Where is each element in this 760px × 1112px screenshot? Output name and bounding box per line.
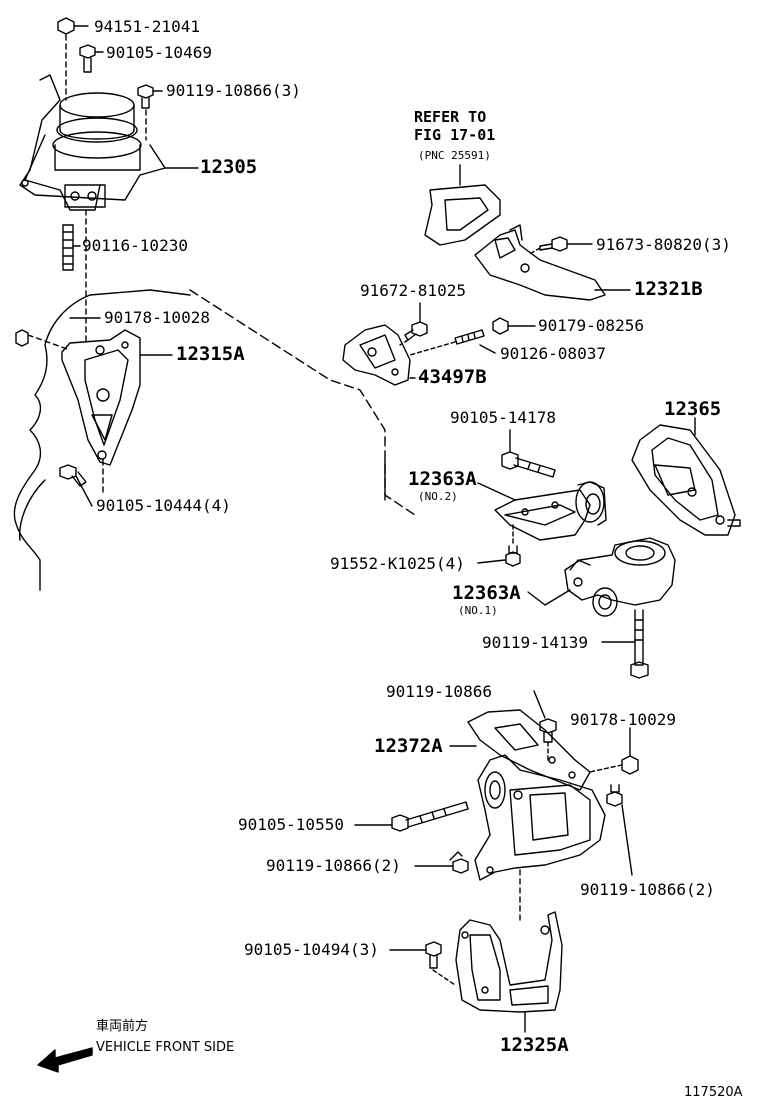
part-90116-10230-label: 90116-10230	[82, 236, 188, 255]
refer-pnc-label: (PNC 25591)	[418, 149, 491, 162]
part-90105-10494-3-label: 90105-10494(3)	[244, 940, 379, 959]
engine-outline	[13, 289, 191, 591]
part-90178-10028-label: 90178-10028	[104, 308, 210, 327]
nut-94151-21041	[57, 17, 75, 35]
leader-dash	[589, 764, 623, 773]
figure-id-label: 117520A	[684, 1085, 743, 1100]
part-12321B-label: 12321B	[634, 278, 703, 300]
part-90105-10550-label: 90105-10550	[238, 815, 344, 834]
bolt-90119-10866-3	[137, 84, 154, 109]
part-90179-08256-label: 90179-08256	[538, 316, 644, 335]
bracket-12321B	[474, 224, 606, 301]
part-12325A-label: 12325A	[500, 1034, 569, 1056]
refer-to-label: REFER TO	[414, 108, 487, 126]
bolt-90105-10444-4	[59, 464, 87, 487]
refer-fig-label: FIG 17-01	[414, 126, 496, 144]
part-90119-10866-label: 90119-10866	[386, 682, 492, 701]
bolt-90119-10866-2-left	[449, 851, 469, 874]
bolt-90105-14178	[501, 451, 556, 478]
engine-mount-insulator-12305	[19, 74, 166, 211]
nut-90178-10028	[15, 329, 29, 347]
part-90119-10866-3-label: 90119-10866(3)	[166, 81, 301, 100]
part-12305-label: 12305	[200, 156, 258, 178]
part-90119-10866-2-left-label: 90119-10866(2)	[266, 856, 401, 875]
bolt-90119-10866-2-right	[606, 784, 623, 807]
cover-12365	[631, 424, 741, 536]
part-90178-10029-label: 90178-10029	[570, 710, 676, 729]
part-12372A-label: 12372A	[374, 735, 443, 757]
bracket-12325A	[455, 911, 563, 1013]
stud-90126-08037	[454, 329, 485, 345]
no2-label: (NO.2)	[418, 490, 458, 503]
engine-outline-edge	[18, 479, 46, 541]
part-90119-14139-label: 90119-14139	[482, 633, 588, 652]
body-outline	[189, 289, 416, 516]
leader-lines	[69, 25, 696, 1033]
bracket-12363A-no2	[494, 481, 607, 541]
part-12363A-no2-label: 12363A	[408, 468, 477, 490]
bracket-12315A	[61, 329, 141, 466]
referenced-bracket	[424, 184, 501, 246]
bracket-43497B	[342, 324, 411, 386]
bolt-90105-10494-3	[425, 941, 442, 969]
nut-90178-10029	[621, 755, 639, 775]
part-90126-08037-label: 90126-08037	[500, 344, 606, 363]
part-94151-21041-label: 94151-21041	[94, 17, 200, 36]
part-43497B-label: 43497B	[418, 366, 487, 388]
bolt-90105-10550	[391, 801, 469, 832]
vehicle-front-label: VEHICLE FRONT SIDE	[96, 1040, 235, 1055]
part-12315A-label: 12315A	[176, 343, 245, 365]
part-90105-14178-label: 90105-14178	[450, 408, 556, 427]
leader-dash	[527, 247, 541, 256]
bolt-90119-14139	[630, 609, 649, 679]
part-91552-K1025-4-label: 91552-K1025(4)	[330, 554, 465, 573]
stud-90116-10230	[62, 224, 74, 271]
no1-label: (NO.1)	[458, 604, 498, 617]
bolt-90105-10469	[79, 44, 96, 73]
part-90119-10866-2-right-label: 90119-10866(2)	[580, 880, 715, 899]
part-90105-10469-label: 90105-10469	[106, 43, 212, 62]
bolt-91672-81025	[404, 321, 428, 341]
part-91672-81025-label: 91672-81025	[360, 281, 466, 300]
nut-90179-08256	[492, 317, 509, 335]
bolt-91552-K1025-4	[505, 545, 521, 567]
part-90105-10444-4-label: 90105-10444(4)	[96, 496, 231, 515]
leader-dash	[399, 339, 409, 346]
insulator-12363A-no1	[564, 537, 676, 617]
part-91673-80820-3-label: 91673-80820(3)	[596, 235, 731, 254]
bracket-12372A	[467, 709, 591, 791]
leader-dash	[432, 969, 456, 986]
bolt-91673-80820-3	[539, 236, 568, 252]
leader-dash	[27, 334, 71, 351]
front-direction-arrow-icon	[37, 1047, 93, 1073]
transmission-mount-insulator	[474, 754, 606, 881]
leader-dash	[409, 341, 456, 356]
part-12365-label: 12365	[664, 398, 722, 420]
vehicle-front-jp-label: 車両前方	[96, 1019, 149, 1034]
part-12363A-no1-label: 12363A	[452, 582, 521, 604]
